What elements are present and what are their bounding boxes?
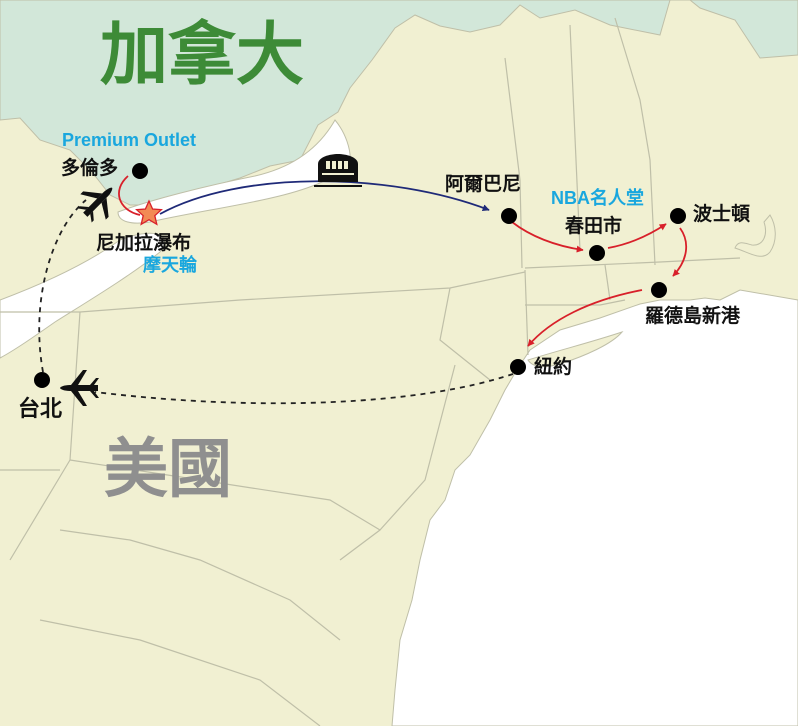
route-springfield-boston	[607, 223, 667, 249]
city-label-newyork: 紐約	[534, 357, 573, 378]
route-boston-newport	[672, 227, 688, 277]
airplane-icon	[60, 370, 99, 406]
route-flight-return	[94, 373, 514, 405]
star-icon	[135, 199, 163, 226]
highlight-label-premium-outlet: Premium Outlet	[62, 130, 197, 150]
country-label-usa: 美國	[104, 433, 232, 507]
country-label-canada: 加拿大	[100, 16, 305, 95]
city-marker-taipei	[34, 372, 50, 388]
city-marker-springfield	[589, 245, 605, 261]
cape-cod	[734, 214, 776, 257]
city-marker-newport	[651, 282, 667, 298]
long-island	[527, 330, 624, 368]
route-niagara-albany	[159, 180, 490, 215]
state-borders	[0, 17, 741, 726]
highlight-label-nba-hall: NBA名人堂	[551, 188, 644, 208]
city-label-newport: 羅德島新港	[645, 306, 741, 327]
atlantic-ocean	[391, 289, 798, 726]
highlight-label-skywheel: 摩天輪	[143, 255, 197, 275]
city-marker-toronto	[132, 163, 148, 179]
train-icon	[314, 154, 362, 187]
lake-erie	[0, 232, 165, 359]
city-label-taipei: 台北	[18, 396, 63, 421]
route-albany-springfield	[511, 221, 584, 253]
route-flight-outbound	[38, 199, 87, 373]
city-label-niagara: 尼加拉瀑布	[96, 233, 192, 254]
airplane-icon	[77, 187, 113, 223]
city-label-boston: 波士頓	[693, 204, 751, 225]
route-newport-newyork	[527, 289, 643, 347]
city-label-toronto: 多倫多	[61, 158, 119, 179]
city-label-springfield: 春田市	[565, 216, 623, 237]
city-marker-boston	[670, 208, 686, 224]
city-marker-newyork	[510, 359, 526, 375]
city-label-albany: 阿爾巴尼	[445, 174, 522, 195]
city-marker-albany	[501, 208, 517, 224]
route-toronto-niagara	[118, 175, 141, 216]
